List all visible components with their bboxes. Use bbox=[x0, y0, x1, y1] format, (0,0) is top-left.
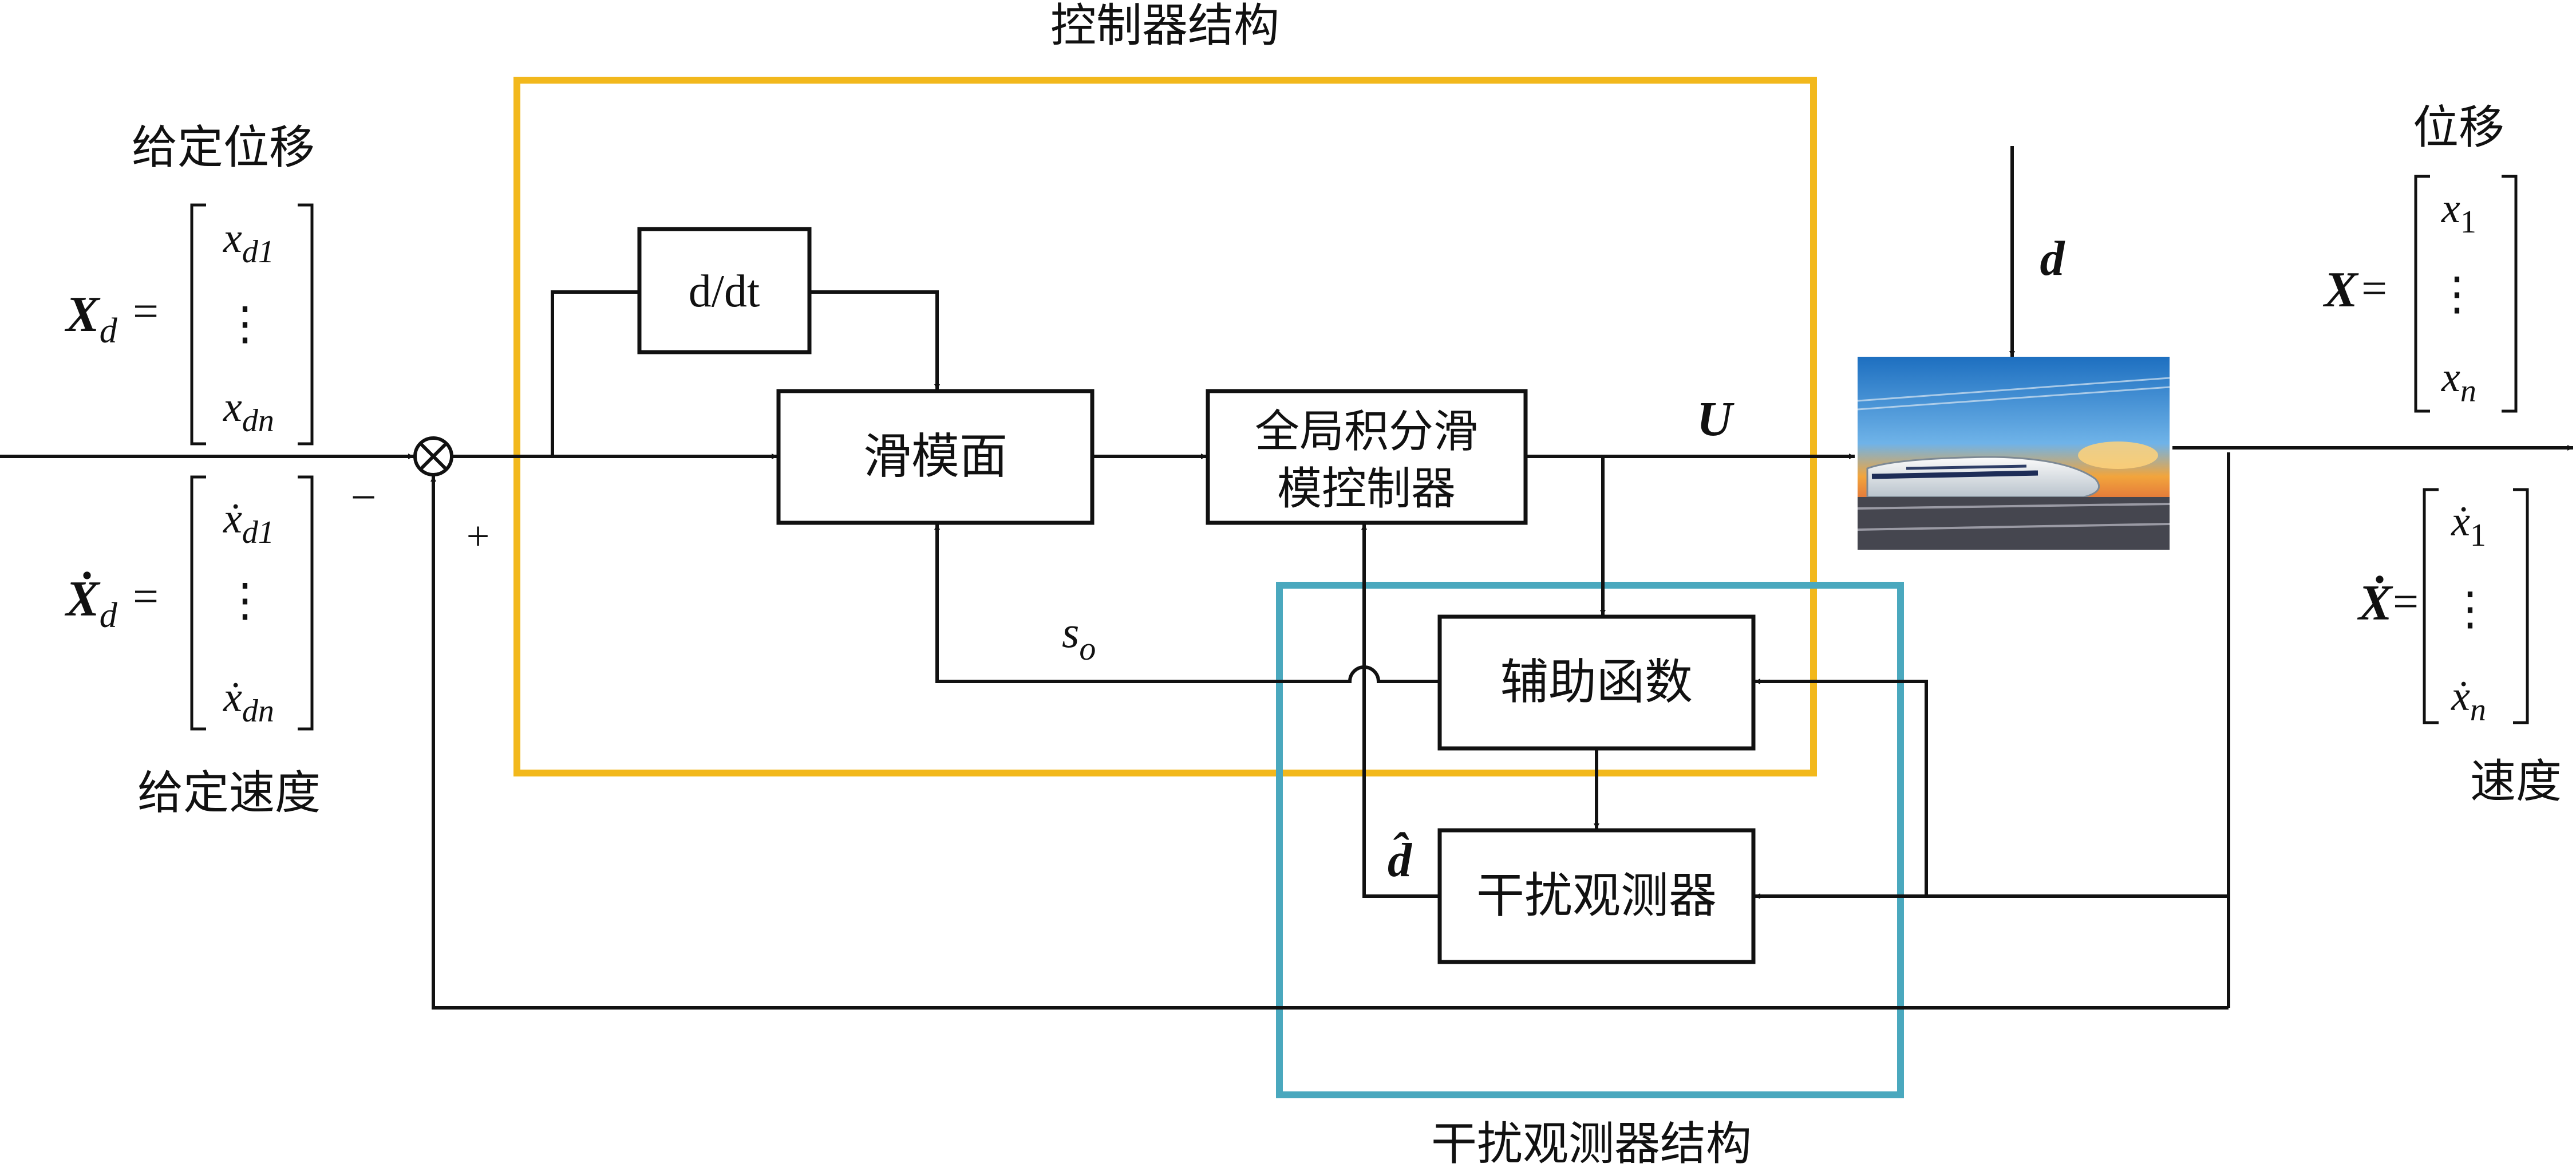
svg-text:滑模面: 滑模面 bbox=[863, 428, 1008, 484]
svg-text:xd1: xd1 bbox=[223, 215, 274, 270]
svg-text:Xd: Xd bbox=[64, 287, 118, 350]
svg-text:X: X bbox=[2322, 262, 2359, 318]
svg-text:ẋd1: ẋd1 bbox=[223, 495, 274, 550]
svg-text:Ẋ: Ẋ bbox=[2357, 575, 2393, 631]
controller-structure-frame bbox=[513, 77, 1817, 776]
signal-lines bbox=[0, 146, 2573, 1010]
svg-text:xn: xn bbox=[2441, 354, 2476, 409]
svg-text:xdn: xdn bbox=[223, 384, 274, 439]
svg-text:=: = bbox=[133, 286, 159, 337]
disturbance-label: d bbox=[2040, 231, 2066, 286]
svg-text:辅助函数: 辅助函数 bbox=[1500, 654, 1693, 710]
summing-junction bbox=[413, 436, 453, 476]
svg-text:=: = bbox=[133, 571, 159, 622]
minus-sign: − bbox=[350, 472, 376, 523]
s-o-label: so bbox=[1062, 607, 1096, 667]
svg-text:全局积分滑: 全局积分滑 bbox=[1255, 406, 1478, 458]
disturbance-estimate-label: d̂ bbox=[1388, 832, 1413, 887]
xd-vector: Xd = xd1 ⋮ xdn bbox=[64, 203, 314, 445]
given-velocity-label: 给定速度 bbox=[137, 766, 321, 819]
svg-text:⋮: ⋮ bbox=[2447, 584, 2493, 634]
svg-text:Ẋd: Ẋd bbox=[64, 571, 118, 635]
high-speed-train-image bbox=[1857, 357, 2170, 550]
controller-structure-label: 控制器结构 bbox=[1050, 0, 1279, 52]
xd-dot-vector: Ẋd = ẋd1 ⋮ ẋdn bbox=[64, 475, 314, 731]
svg-text:d/dt: d/dt bbox=[689, 266, 760, 317]
global-integral-sliding-mode-controller-block: 全局积分滑 模控制器 bbox=[1206, 389, 1528, 525]
velocity-label: 速度 bbox=[2470, 755, 2562, 808]
svg-text:ẋn: ẋn bbox=[2451, 673, 2486, 728]
observer-structure-frame bbox=[1276, 582, 1904, 1098]
svg-text:ẋ1: ẋ1 bbox=[2451, 498, 2486, 553]
svg-text:=: = bbox=[2393, 577, 2419, 627]
displacement-label: 位移 bbox=[2413, 101, 2504, 154]
given-displacement-label: 给定位移 bbox=[132, 121, 315, 174]
control-input-label: U bbox=[1697, 391, 1735, 446]
svg-text:ẋdn: ẋdn bbox=[223, 674, 274, 729]
svg-text:干扰观测器: 干扰观测器 bbox=[1476, 868, 1717, 924]
svg-text:模控制器: 模控制器 bbox=[1277, 463, 1456, 515]
derivative-block: d/dt bbox=[637, 227, 812, 354]
x-dot-vector: Ẋ = ẋ1 ⋮ ẋn bbox=[2357, 488, 2529, 728]
svg-text:x1: x1 bbox=[2441, 185, 2476, 240]
sliding-surface-block: 滑模面 bbox=[776, 389, 1095, 525]
x-vector: X = x1 ⋮ xn bbox=[2322, 175, 2518, 413]
svg-text:⋮: ⋮ bbox=[222, 575, 268, 626]
svg-text:⋮: ⋮ bbox=[2434, 269, 2480, 320]
plus-sign: + bbox=[467, 513, 490, 559]
svg-text:=: = bbox=[2361, 263, 2387, 314]
disturbance-observer-block: 干扰观测器 bbox=[1437, 828, 1756, 964]
observer-structure-label: 干扰观测器结构 bbox=[1431, 1117, 1752, 1170]
auxiliary-function-block: 辅助函数 bbox=[1437, 614, 1756, 751]
svg-text:⋮: ⋮ bbox=[222, 299, 268, 349]
